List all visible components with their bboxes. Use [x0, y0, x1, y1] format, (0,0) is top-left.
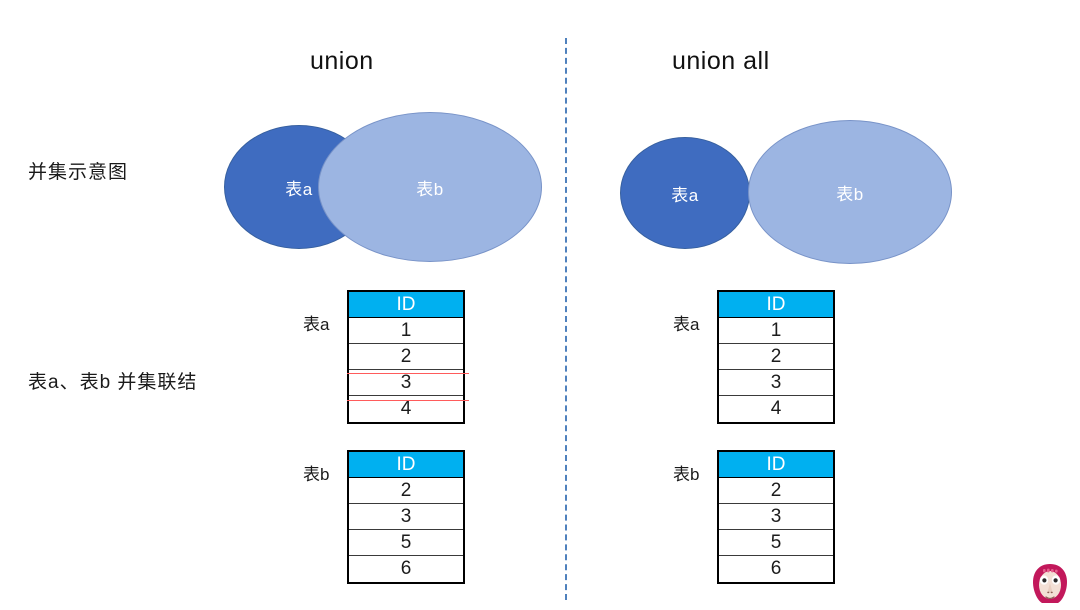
venn-left-set-b-label: 表b: [416, 179, 444, 199]
venn-left-set-b: 表b: [318, 112, 542, 262]
table-row: 5: [719, 530, 833, 556]
table-row: 2: [349, 478, 463, 504]
table-header-cell: ID: [349, 292, 463, 318]
strikethrough-duplicate-2: [347, 373, 469, 374]
venn-right-set-a-label: 表a: [671, 185, 699, 205]
venn-right-set-b: 表b: [748, 120, 952, 264]
row-label-table-join: 表a、表b 并集联结: [28, 372, 198, 393]
table-row: 2: [719, 344, 833, 370]
table-row: 2: [719, 478, 833, 504]
row-label-venn-diagram: 并集示意图: [28, 162, 129, 183]
table-row: 1: [719, 318, 833, 344]
table-row: 4: [719, 396, 833, 422]
table-header-cell: ID: [719, 452, 833, 478]
strikethrough-duplicate-3: [347, 400, 469, 401]
table-row: 6: [719, 556, 833, 582]
table-row: 5: [349, 530, 463, 556]
venn-right-set-b-label: 表b: [836, 184, 864, 204]
table-left-b: ID 2 3 5 6: [347, 450, 465, 584]
table-side-label-right-b: 表b: [673, 465, 700, 484]
venn-right-set-a: 表a: [620, 137, 750, 249]
table-side-label-right-a: 表a: [673, 315, 700, 334]
monkey-face-icon: [1028, 561, 1072, 605]
table-side-label-left-b: 表b: [303, 465, 330, 484]
table-right-b: ID 2 3 5 6: [717, 450, 835, 584]
table-row: 2: [349, 344, 463, 370]
table-row: 3: [719, 370, 833, 396]
table-right-a: ID 1 2 3 4: [717, 290, 835, 424]
column-title-union: union: [310, 47, 374, 75]
panel-divider: [565, 38, 567, 600]
table-row: 3: [349, 370, 463, 396]
venn-left-set-a-label: 表a: [285, 179, 313, 199]
table-row: 1: [349, 318, 463, 344]
table-side-label-left-a: 表a: [303, 315, 330, 334]
table-row: 6: [349, 556, 463, 582]
table-header-cell: ID: [719, 292, 833, 318]
table-header-cell: ID: [349, 452, 463, 478]
column-title-union-all: union all: [672, 47, 770, 75]
table-row: 3: [349, 504, 463, 530]
table-row: 3: [719, 504, 833, 530]
table-left-a: ID 1 2 3 4: [347, 290, 465, 424]
